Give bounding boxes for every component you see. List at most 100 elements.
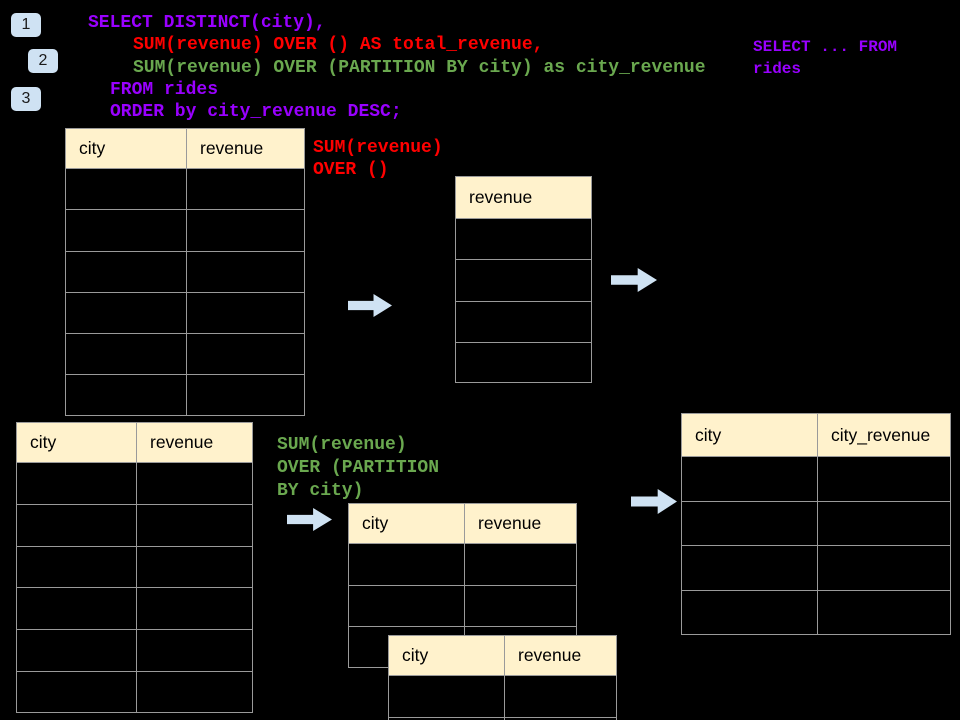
table-row xyxy=(682,501,950,546)
annotation-partition-line3: BY city) xyxy=(277,481,364,501)
table-cell-empty xyxy=(17,463,136,504)
table-row xyxy=(66,251,304,293)
arrow-right-icon xyxy=(287,508,332,531)
column-header-revenue: revenue xyxy=(186,129,304,168)
table-header-row: revenue xyxy=(456,177,591,219)
sql-line-from: FROM rides xyxy=(110,80,219,100)
table-cell-empty xyxy=(17,672,136,712)
table-cell-empty xyxy=(389,676,504,717)
table-cell-empty xyxy=(136,463,252,504)
table-cell-empty xyxy=(504,718,616,720)
table-row xyxy=(389,718,616,720)
table-row xyxy=(682,590,950,635)
table-header-row: city revenue xyxy=(17,423,252,463)
source-table-bottom: city revenue xyxy=(16,422,253,713)
step-badge-3: 3 xyxy=(11,87,41,111)
annotation-total-line1: SUM(revenue) xyxy=(313,138,443,158)
table-row xyxy=(66,292,304,335)
table-body xyxy=(682,457,950,635)
table-cell-empty xyxy=(186,292,304,334)
table-row xyxy=(17,671,252,712)
table-row xyxy=(66,375,304,415)
table-cell-empty xyxy=(349,586,464,627)
table-cell-empty xyxy=(136,671,252,712)
column-header-revenue: revenue xyxy=(469,187,533,207)
table-cell-empty xyxy=(66,334,186,374)
table-cell-empty xyxy=(186,375,304,415)
annotation-total-revenue: SUM(revenue)OVER () xyxy=(313,137,443,181)
table-row xyxy=(17,504,252,547)
table-body xyxy=(66,169,304,415)
partition-input-table: city revenue xyxy=(348,503,577,668)
table-cell-empty xyxy=(682,546,817,590)
annotation-partition: SUM(revenue) OVER (PARTITION BY city) xyxy=(277,434,439,503)
table-cell-empty xyxy=(817,457,950,501)
annotation-partition-line1: SUM(revenue) xyxy=(277,435,407,455)
table-cell-empty xyxy=(817,590,950,634)
annotation-total-line2: OVER () xyxy=(313,160,389,180)
column-header-city: city xyxy=(402,645,429,665)
total-revenue-table: revenue xyxy=(455,176,592,383)
table-row xyxy=(456,219,591,261)
table-cell-empty xyxy=(682,591,817,635)
table-cell-empty xyxy=(817,501,950,545)
table-cell-empty xyxy=(136,630,252,671)
table-cell-empty xyxy=(186,251,304,292)
sql-line-order: ORDER by city_revenue DESC; xyxy=(110,102,402,122)
sql-line-select: SELECT DISTINCT(city), xyxy=(88,13,326,33)
table-cell-empty xyxy=(17,547,136,588)
table-header-row: city revenue xyxy=(349,504,576,544)
side-code-line1: SELECT ... FROM xyxy=(753,38,898,56)
column-header-city: city xyxy=(30,432,57,452)
column-header-revenue: revenue xyxy=(136,423,252,462)
table-cell-empty xyxy=(66,375,186,415)
table-body xyxy=(389,676,616,720)
table-cell-empty xyxy=(456,302,591,342)
table-row xyxy=(456,343,591,382)
source-table-top: city revenue xyxy=(65,128,305,416)
table-cell-empty xyxy=(682,457,817,501)
table-row xyxy=(17,588,252,631)
table-cell-empty xyxy=(17,505,136,546)
arrow-right-icon xyxy=(611,268,657,292)
table-cell-empty xyxy=(464,544,576,585)
table-cell-empty xyxy=(682,502,817,546)
column-header-revenue: revenue xyxy=(464,504,576,543)
table-header-row: city city_revenue xyxy=(682,414,950,457)
table-row xyxy=(456,302,591,343)
table-cell-empty xyxy=(456,343,591,382)
table-header-row: city revenue xyxy=(389,636,616,676)
annotation-partition-line2: OVER (PARTITION xyxy=(277,458,440,478)
table-cell-empty xyxy=(504,676,616,717)
table-cell-empty xyxy=(136,504,252,546)
table-row xyxy=(17,463,252,505)
table-cell-empty xyxy=(66,169,186,209)
sql-line-total-sum: SUM(revenue) OVER () AS total_revenue, xyxy=(133,35,544,55)
table-cell-empty xyxy=(66,293,186,333)
table-row xyxy=(17,546,252,589)
table-cell-empty xyxy=(456,260,591,300)
table-row xyxy=(349,544,576,586)
table-cell-empty xyxy=(186,210,304,251)
column-header-city-revenue: city_revenue xyxy=(817,414,950,456)
table-cell-empty xyxy=(349,544,464,585)
table-row xyxy=(66,334,304,376)
table-body xyxy=(456,219,591,382)
table-header-row: city revenue xyxy=(66,129,304,169)
table-cell-empty xyxy=(817,546,950,590)
table-row xyxy=(682,546,950,591)
table-cell-empty xyxy=(17,630,136,671)
table-row xyxy=(682,457,950,502)
column-header-city: city xyxy=(695,424,722,445)
partition-overlay-table: city revenue xyxy=(388,635,617,720)
result-table: city city_revenue xyxy=(681,413,951,635)
side-code: SELECT ... FROM rides xyxy=(753,36,897,80)
table-cell-empty xyxy=(66,252,186,292)
side-code-line2: rides xyxy=(753,60,802,78)
arrow-right-icon xyxy=(631,489,677,514)
arrow-right-icon xyxy=(348,294,392,317)
table-cell-empty xyxy=(66,210,186,250)
table-row xyxy=(389,676,616,718)
table-cell-empty xyxy=(186,169,304,210)
